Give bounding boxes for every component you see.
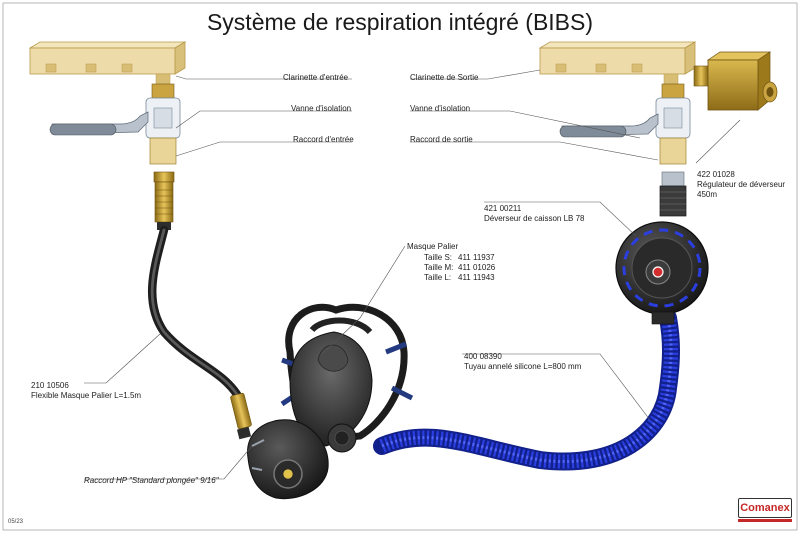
outlet-manifold bbox=[538, 41, 697, 85]
revision-label: 05/23 bbox=[8, 519, 24, 525]
label-inlet-manifold: Clarinette d'entrée bbox=[283, 73, 349, 82]
mask-size-l-label: Taille L: bbox=[424, 273, 452, 282]
inlet-manifold bbox=[28, 41, 187, 85]
page-title: Système de respiration intégré (BIBS) bbox=[206, 9, 594, 35]
label-inlet-fitting: Raccord d'entrée bbox=[293, 135, 354, 144]
label-outlet-manifold: Clarinette de Sortie bbox=[410, 73, 479, 82]
brand-logo: Comanex bbox=[738, 498, 792, 518]
mask-size-s-label: Taille S: bbox=[424, 253, 453, 262]
relief-regulator bbox=[693, 51, 778, 111]
mask-size-m-label: Taille M: bbox=[424, 263, 454, 272]
relief-regulator-pressure: 450m bbox=[697, 190, 718, 199]
outlet-isolation-valve bbox=[559, 83, 691, 139]
label-outlet-valve: Vanne d'isolation bbox=[410, 104, 471, 113]
mask-label: Masque Palier bbox=[407, 242, 459, 251]
mask-hose-name: Flexible Masque Palier L=1.5m bbox=[31, 391, 142, 400]
relief-regulator-ref: 422 01028 bbox=[697, 170, 735, 179]
hp-fitting bbox=[230, 392, 252, 440]
mask-hose bbox=[148, 225, 243, 401]
mask-size-l-ref: 411 11943 bbox=[458, 273, 495, 282]
outlet-fitting bbox=[659, 137, 687, 217]
dump-valve-name: Déverseur de caisson LB 78 bbox=[484, 214, 585, 223]
mask-size-s-ref: 411 11937 bbox=[458, 253, 495, 262]
dump-valve bbox=[615, 221, 709, 325]
dump-valve-ref: 421 00211 bbox=[484, 204, 522, 213]
silicone-hose-name: Tuyau annelé silicone L=800 mm bbox=[464, 362, 582, 371]
mask-hose-ref: 210 10506 bbox=[31, 381, 69, 390]
silicone-hose-ref: 400 08390 bbox=[464, 352, 502, 361]
mask-size-m-ref: 411 01026 bbox=[458, 263, 496, 272]
brand-underline bbox=[738, 519, 792, 522]
hp-fitting-label: Raccord HP "Standard plongée" 9/16" bbox=[84, 476, 219, 485]
inlet-isolation-valve bbox=[49, 83, 181, 139]
inlet-fitting bbox=[149, 137, 177, 230]
leader-lines bbox=[84, 69, 741, 480]
label-outlet-fitting: Raccord de sortie bbox=[410, 135, 473, 144]
relief-regulator-name: Régulateur de déverseur bbox=[697, 180, 786, 189]
mask bbox=[247, 303, 414, 500]
label-inlet-valve: Vanne d'isolation bbox=[291, 104, 352, 113]
